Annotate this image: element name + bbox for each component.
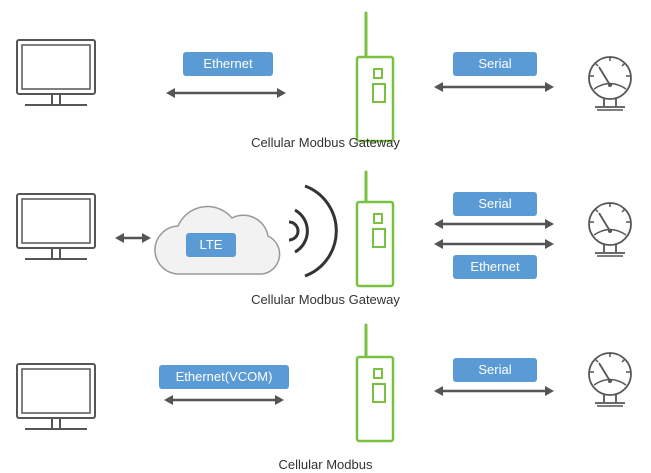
serial-link-label: Serial (453, 358, 537, 382)
pressure-gauge-icon (588, 352, 632, 407)
row-ethernet: Ethernet Serial Cellular Modbus Gateway (0, 0, 651, 160)
pressure-gauge-icon (588, 56, 632, 111)
serial-double-arrow-icon (432, 384, 556, 398)
computer-monitor-icon (16, 193, 96, 260)
ethernet-vcom-link-label: Ethernet(VCOM) (159, 365, 289, 389)
wireless-signal-icon (288, 184, 338, 278)
gateway-device-icon (355, 55, 395, 143)
ethernet-double-arrow-icon (164, 86, 288, 100)
ethernet-link-label: Ethernet (183, 52, 273, 76)
short-double-arrow-icon (115, 233, 151, 243)
ethernet-vcom-double-arrow-icon (162, 393, 286, 407)
row-lte: LTE Serial Ethernet Cellular Modbus Gate… (0, 160, 651, 315)
pressure-gauge-icon (588, 202, 632, 257)
row-caption: Cellular Modbus Gateway (251, 292, 400, 307)
serial-link-label: Serial (453, 192, 537, 216)
computer-monitor-icon (16, 39, 96, 106)
serial-double-arrow-icon (432, 80, 556, 94)
ethernet-link-label: Ethernet (453, 255, 537, 279)
row-caption: Cellular Modbus Gateway (251, 135, 400, 150)
lte-label: LTE (186, 233, 236, 257)
serial-link-label: Serial (453, 52, 537, 76)
antenna-icon (364, 11, 368, 58)
antenna-icon (364, 323, 368, 358)
computer-monitor-icon (16, 363, 96, 430)
row-caption: Cellular Modbus (278, 457, 373, 472)
gateway-device-icon (355, 200, 395, 288)
gateway-device-icon (355, 355, 395, 443)
antenna-icon (364, 170, 368, 203)
row-ethernet-vcom: Ethernet(VCOM) Serial Cellular Modbus (0, 315, 651, 473)
serial-double-arrow-icon (432, 217, 556, 231)
ethernet-double-arrow-icon (432, 237, 556, 251)
